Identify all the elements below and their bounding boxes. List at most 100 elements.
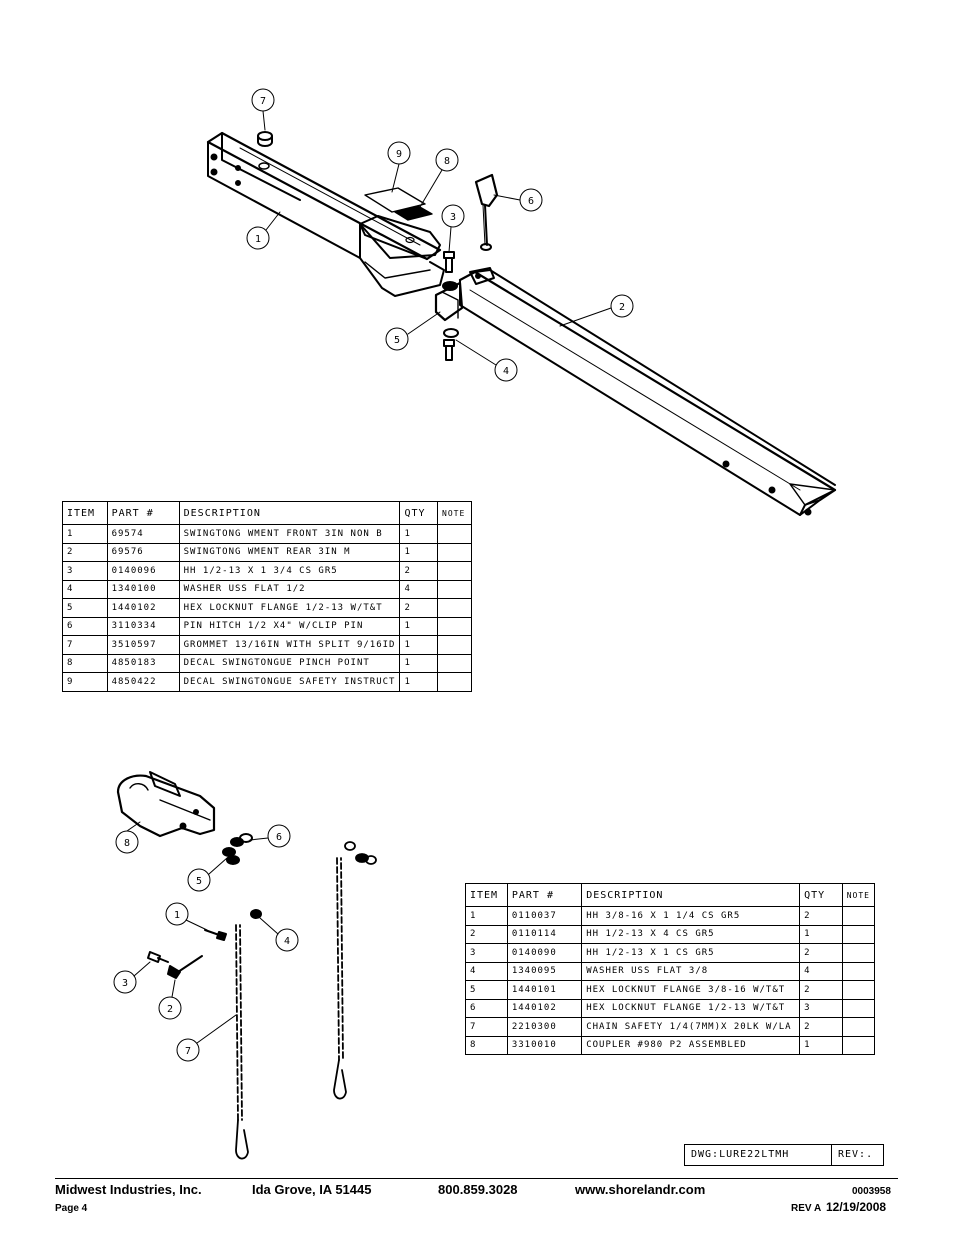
table-cell: 1 bbox=[799, 924, 843, 944]
table-cell: HEX LOCKNUT FLANGE 3/8-16 W/T&T bbox=[581, 980, 801, 1000]
table-cell: HEX LOCKNUT FLANGE 1/2-13 W/T&T bbox=[581, 998, 801, 1018]
svg-text:7: 7 bbox=[260, 96, 266, 107]
safety-chain-left bbox=[235, 924, 249, 1160]
table-cell: 8 bbox=[62, 653, 108, 673]
col-item: ITEM bbox=[465, 883, 508, 907]
table-cell: 6 bbox=[62, 616, 108, 636]
decals bbox=[364, 187, 433, 221]
table-cell: WASHER USS FLAT 3/8 bbox=[581, 961, 801, 981]
svg-text:4: 4 bbox=[284, 936, 290, 947]
table-cell: 69576 bbox=[106, 542, 180, 562]
svg-text:9: 9 bbox=[396, 149, 402, 160]
revision-label: REV A bbox=[791, 1203, 822, 1214]
company-city: Ida Grove, IA 51445 bbox=[252, 1182, 372, 1197]
table-cell: 2210300 bbox=[506, 1017, 583, 1037]
table-cell bbox=[841, 1017, 876, 1037]
table-cell: 3 bbox=[465, 943, 508, 963]
table-cell: HH 1/2-13 X 1 3/4 CS GR5 bbox=[178, 561, 401, 581]
table-cell: 1440102 bbox=[106, 598, 180, 618]
table-cell: 1 bbox=[399, 542, 439, 562]
table-cell: CHAIN SAFETY 1/4(7MM)X 20LK W/LA bbox=[581, 1017, 801, 1037]
document-number: 0003958 bbox=[852, 1186, 891, 1197]
table-cell: 6 bbox=[465, 998, 508, 1018]
table-cell: 0110037 bbox=[506, 906, 583, 926]
washer-small bbox=[250, 909, 262, 919]
table-cell: 2 bbox=[399, 561, 439, 581]
table-cell: HH 3/8-16 X 1 1/4 CS GR5 bbox=[581, 906, 801, 926]
table-cell bbox=[437, 635, 472, 655]
table-cell: WASHER USS FLAT 1/2 bbox=[178, 579, 401, 599]
table-cell bbox=[437, 598, 472, 618]
washer-bolt-bottom bbox=[443, 328, 459, 361]
col-note: NOTE bbox=[437, 501, 472, 525]
table-cell: 2 bbox=[799, 980, 843, 1000]
table-cell: 1 bbox=[62, 524, 108, 544]
company-name: Midwest Industries, Inc. bbox=[55, 1182, 202, 1197]
table-cell bbox=[437, 542, 472, 562]
table-cell: 1 bbox=[799, 1035, 843, 1055]
table-cell: 3510597 bbox=[106, 635, 180, 655]
bolt-long bbox=[167, 955, 203, 979]
table-cell: 4 bbox=[399, 579, 439, 599]
table-cell: 5 bbox=[465, 980, 508, 1000]
table-cell: 1 bbox=[399, 672, 439, 692]
table-cell bbox=[437, 672, 472, 692]
table-cell: 7 bbox=[465, 1017, 508, 1037]
table-cell: DECAL SWINGTONGUE SAFETY INSTRUCT bbox=[178, 672, 401, 692]
svg-text:1: 1 bbox=[174, 910, 180, 921]
revision-field: REV:. bbox=[838, 1149, 874, 1160]
table-cell: 0140096 bbox=[106, 561, 180, 581]
svg-text:3: 3 bbox=[450, 212, 456, 223]
table-cell: 1440101 bbox=[506, 980, 583, 1000]
company-website[interactable]: www.shorelandr.com bbox=[575, 1182, 706, 1197]
svg-text:5: 5 bbox=[394, 335, 400, 346]
nut-cluster bbox=[222, 833, 253, 865]
table-cell: HEX LOCKNUT FLANGE 1/2-13 W/T&T bbox=[178, 598, 401, 618]
svg-text:6: 6 bbox=[528, 196, 534, 207]
col-item: ITEM bbox=[62, 501, 108, 525]
safety-chain-right bbox=[333, 841, 377, 1100]
bolt-top bbox=[443, 251, 455, 273]
svg-text:2: 2 bbox=[619, 302, 625, 313]
table-cell: SWINGTONG WMENT REAR 3IN M bbox=[178, 542, 401, 562]
callouts-bottom bbox=[113, 821, 299, 1062]
svg-text:8: 8 bbox=[124, 838, 130, 849]
locknut bbox=[442, 281, 458, 291]
svg-text:2: 2 bbox=[167, 1004, 173, 1015]
svg-text:4: 4 bbox=[503, 366, 509, 377]
table-cell: 2 bbox=[799, 906, 843, 926]
revision-date: 12/19/2008 bbox=[826, 1200, 887, 1214]
col-note: NOTE bbox=[841, 883, 876, 907]
table-header-row: ITEM PART # DESCRIPTION QTY NOTE bbox=[465, 883, 876, 907]
svg-text:8: 8 bbox=[444, 156, 450, 167]
table-cell: 4850422 bbox=[106, 672, 180, 692]
table-cell: 1 bbox=[465, 906, 508, 926]
table-cell: 1340100 bbox=[106, 579, 180, 599]
table-cell: 1 bbox=[399, 635, 439, 655]
table-cell: 4 bbox=[62, 579, 108, 599]
table-cell: COUPLER #980 P2 ASSEMBLED bbox=[581, 1035, 801, 1055]
table-cell: 4 bbox=[465, 961, 508, 981]
col-description: DESCRIPTION bbox=[581, 883, 801, 907]
table-cell: HH 1/2-13 X 4 CS GR5 bbox=[581, 924, 801, 944]
table-cell bbox=[841, 980, 876, 1000]
table-cell: 3110334 bbox=[106, 616, 180, 636]
table-cell: 7 bbox=[62, 635, 108, 655]
table-cell: 0110114 bbox=[506, 924, 583, 944]
company-phone: 800.859.3028 bbox=[438, 1182, 518, 1197]
table-cell: 8 bbox=[465, 1035, 508, 1055]
